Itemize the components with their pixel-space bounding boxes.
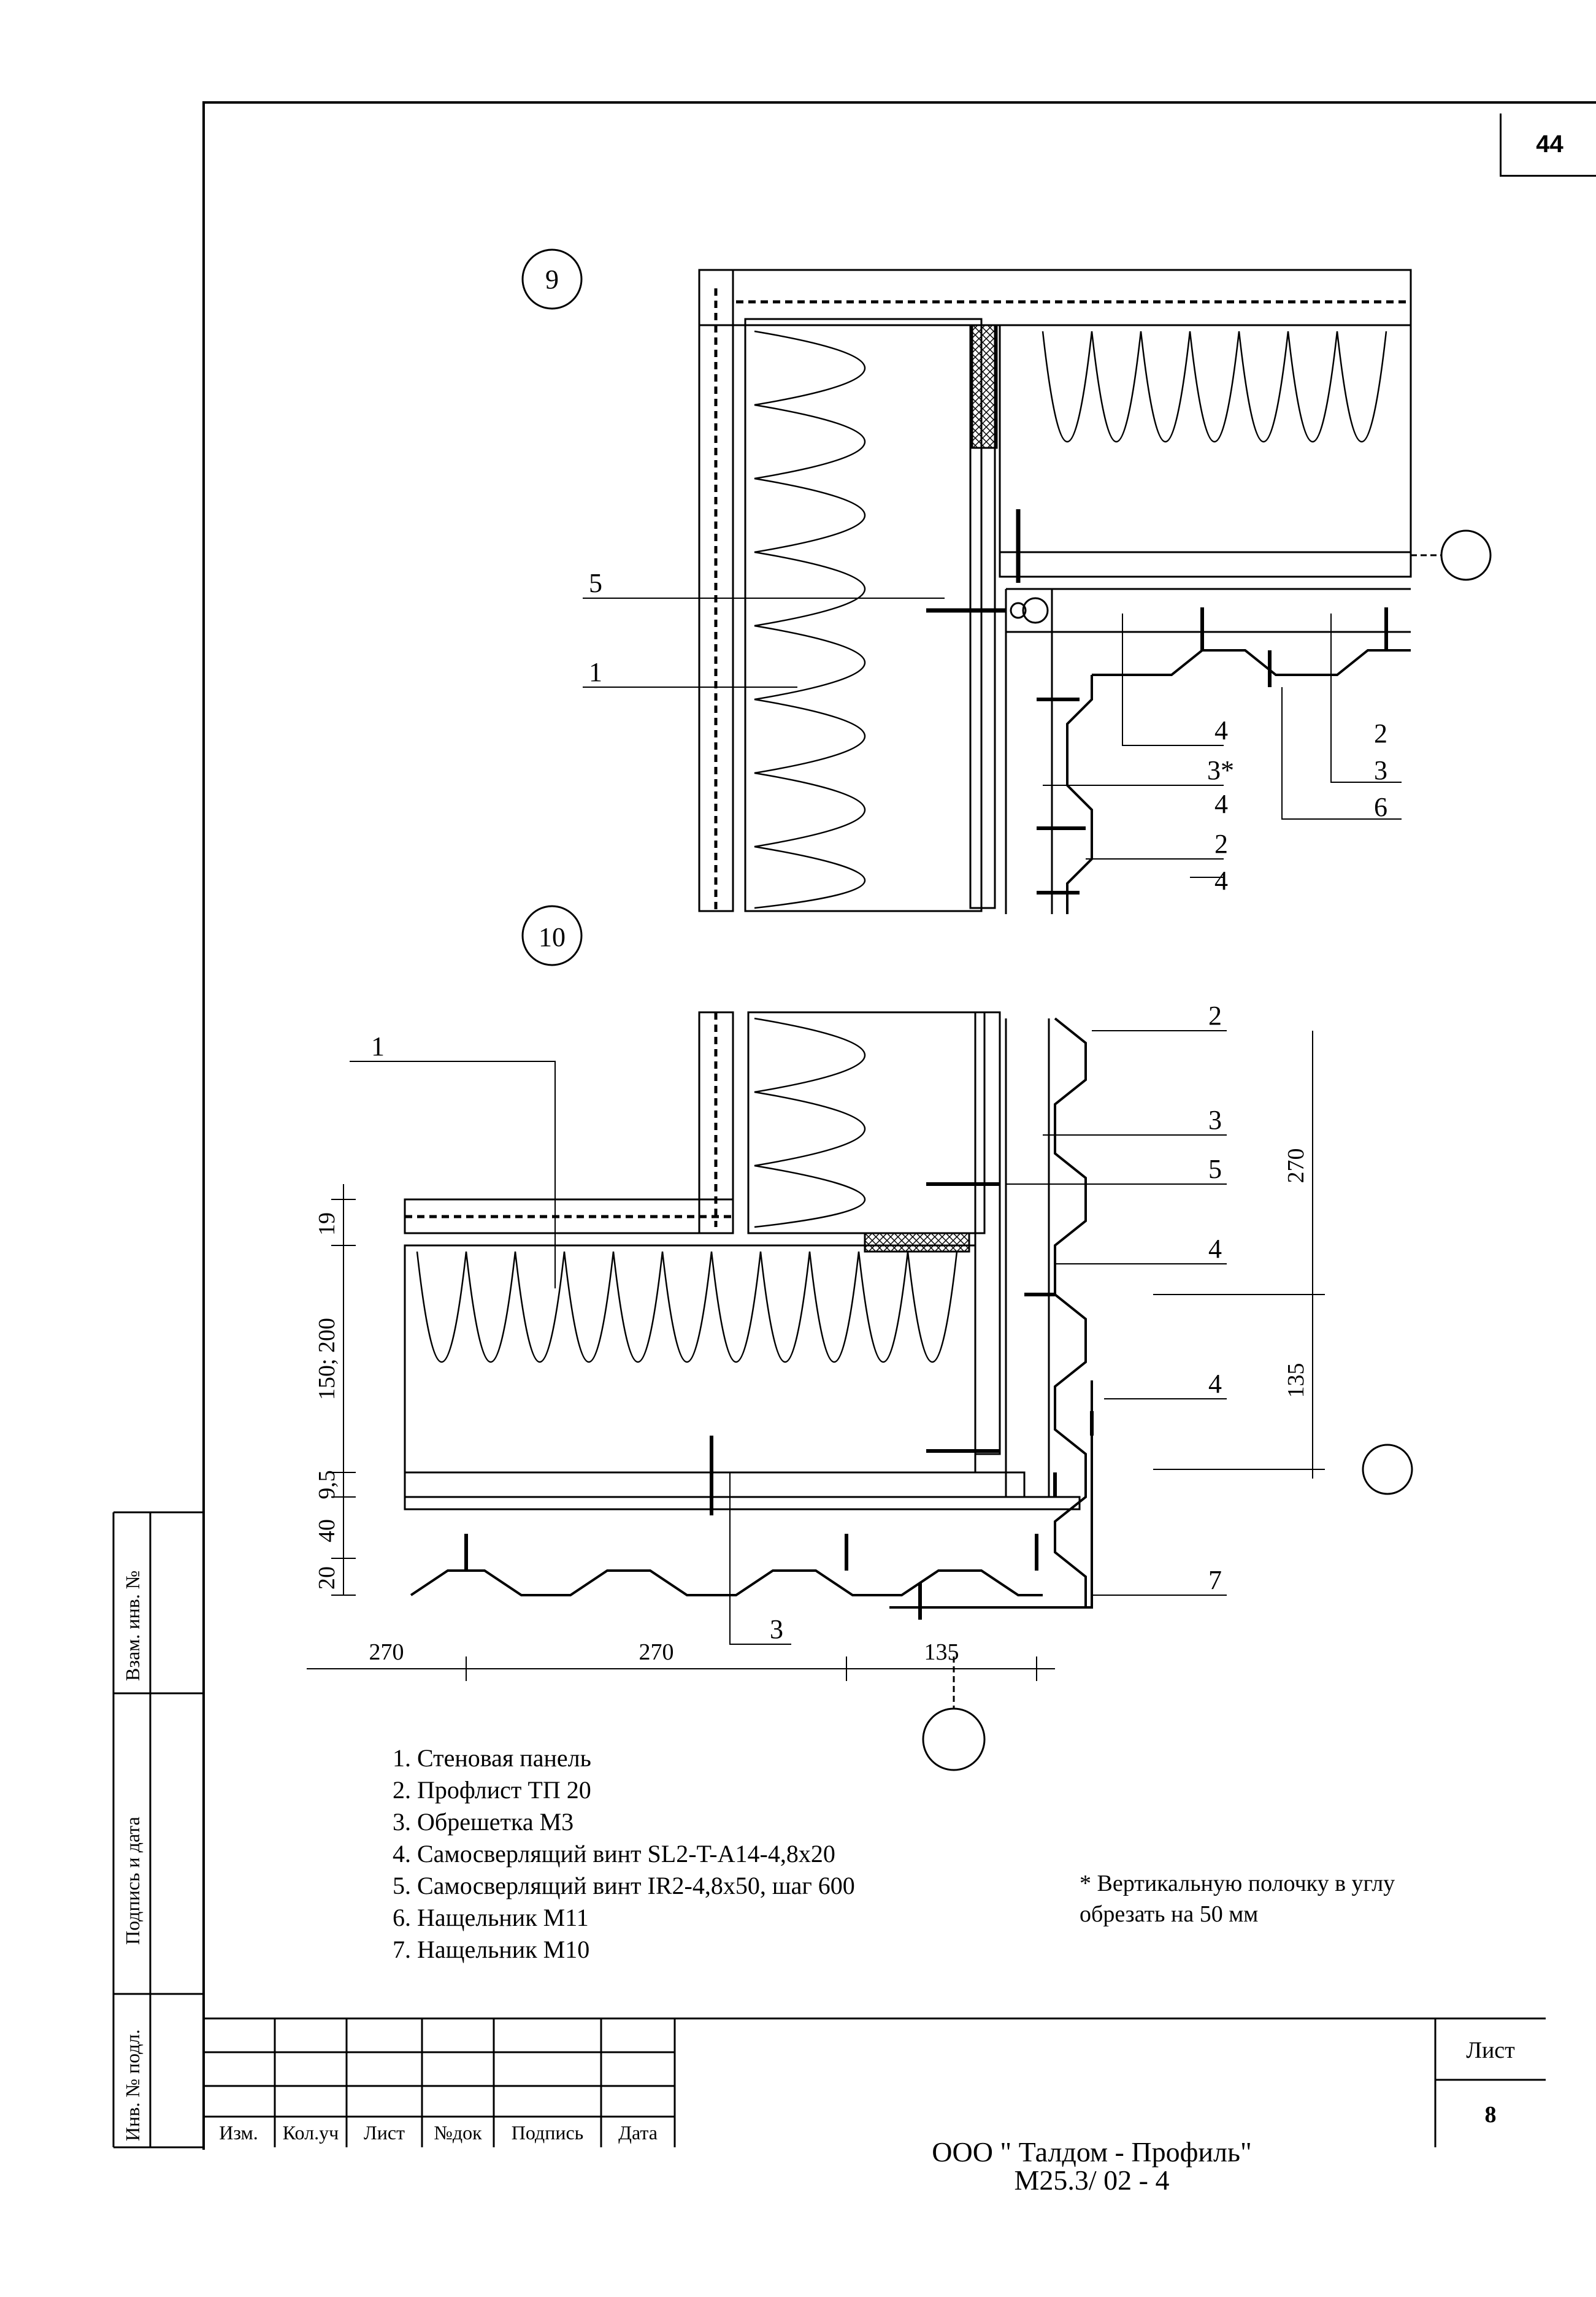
d9-callout: 5 — [589, 568, 602, 598]
d10-callout: 4 — [1208, 1234, 1222, 1264]
d9-top-panel — [999, 324, 1412, 553]
dim-h: 270 — [369, 1639, 404, 1665]
d10-grid-axis-bottom — [922, 1707, 986, 1771]
d10-callout: 4 — [1208, 1369, 1222, 1399]
d9-left-panel — [744, 318, 983, 912]
organization-name: ООО " Талдом - Профиль" — [932, 2136, 1252, 2168]
d9-callout: 2 — [1374, 718, 1387, 748]
detail-10-labels: 10 1 2 3 5 4 4 7 3 270 270 135 19 150; 2… — [314, 922, 1309, 1665]
legend: 1. Стеновая панель 2. Профлист ТП 20 3. … — [393, 1742, 855, 1966]
page-number: 44 — [1500, 114, 1596, 177]
d10-grid-axis-right — [1362, 1444, 1413, 1495]
footnote-line: обрезать на 50 мм — [1080, 1901, 1259, 1927]
dim-v: 135 — [1283, 1363, 1309, 1398]
dim-v: 19 — [314, 1212, 340, 1236]
stamp-replacement-inv: Взам. инв. № — [121, 1570, 144, 1681]
legend-item: 3. Обрешетка М3 — [393, 1808, 574, 1836]
d10-callout: 7 — [1208, 1565, 1222, 1595]
legend-item: 1. Стеновая панель — [393, 1744, 591, 1772]
detail-10-number: 10 — [539, 922, 566, 952]
dim-v: 40 — [314, 1519, 340, 1542]
legend-item: 6. Нащельник М11 — [393, 1904, 589, 1931]
d10-callout: 1 — [371, 1031, 385, 1061]
tb-col-sheet: Лист — [363, 2122, 405, 2144]
detail-9-labels: 9 5 1 4 3* 4 2 4 2 3 6 — [545, 264, 1387, 896]
d9-callout: 6 — [1374, 792, 1387, 822]
d10-callout: 5 — [1208, 1154, 1222, 1184]
dim-v: 150; 200 — [314, 1318, 340, 1400]
drawing-frame — [202, 101, 1596, 2150]
detail-10 — [307, 905, 1413, 1771]
tb-col-date: Дата — [618, 2122, 658, 2144]
title-block — [112, 1511, 1546, 2149]
d9-callout: 3* — [1207, 755, 1234, 785]
stamp-original-inv: Инв. № подл. — [121, 2029, 144, 2141]
detail-9 — [521, 248, 1492, 914]
d10-callout: 3 — [1208, 1105, 1222, 1135]
detail-9-number: 9 — [545, 264, 559, 294]
sheet-number: 8 — [1484, 2102, 1497, 2128]
d10-callout: 3 — [770, 1614, 783, 1644]
footnote: * Вертикальную полочку в углу обрезать н… — [1080, 1868, 1395, 1930]
legend-item: 4. Самосверлящий винт SL2-T-A14-4,8x20 — [393, 1840, 835, 1868]
dim-v: 9,5 — [314, 1470, 340, 1499]
tb-col-rev: Изм. — [219, 2122, 258, 2144]
tb-col-signature: Подпись — [511, 2122, 584, 2144]
d9-callout: 4 — [1214, 789, 1228, 819]
dim-h: 270 — [639, 1639, 674, 1665]
tb-col-doc: №док — [434, 2122, 482, 2144]
detail-9-marker — [521, 248, 583, 310]
sheet-label: Лист — [1466, 2037, 1515, 2063]
dim-v: 20 — [314, 1566, 340, 1590]
d10-callout: 2 — [1208, 1001, 1222, 1031]
d9-top-skin — [698, 269, 1412, 326]
stamp-signature-date: Подпись и дата — [121, 1817, 144, 1945]
dim-h: 135 — [924, 1639, 959, 1665]
footnote-line: * Вертикальную полочку в углу — [1080, 1871, 1395, 1896]
detail-10-marker — [521, 905, 583, 966]
d9-callout: 1 — [589, 657, 602, 687]
tb-col-qty: Кол.уч — [282, 2122, 339, 2144]
d9-callout: 4 — [1214, 715, 1228, 745]
document-code: М25.3/ 02 - 4 — [1014, 2164, 1170, 2196]
d9-callout: 4 — [1214, 866, 1228, 896]
legend-item: 5. Самосверлящий винт IR2-4,8x50, шаг 60… — [393, 1872, 855, 1899]
d9-callout: 2 — [1214, 829, 1228, 859]
d9-grid-axis — [1440, 529, 1492, 581]
title-block-org: ООО " Талдом - Профиль" М25.3/ 02 - 4 — [846, 2138, 1337, 2195]
legend-item: 2. Профлист ТП 20 — [393, 1776, 591, 1804]
d9-callout: 3 — [1374, 755, 1387, 785]
legend-item: 7. Нащельник М10 — [393, 1936, 590, 1963]
dim-v: 270 — [1283, 1148, 1309, 1183]
